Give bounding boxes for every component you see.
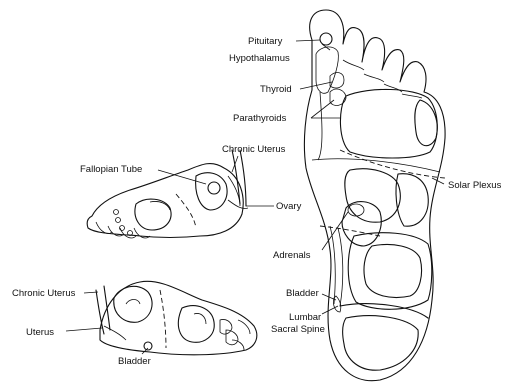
bladder-bottom-point [144,342,152,350]
outside-foot-illustration [96,281,257,354]
label-hypothalamus: Hypothalamus [229,53,290,64]
ball-region [340,89,437,158]
label-pituitary: Pituitary [248,36,283,47]
thyroid-point [330,73,344,88]
label-lumbar: Lumbar [289,312,321,323]
ovary-point [228,200,248,209]
sole-outline [304,10,445,381]
label-chronic-uterus-top: Chronic Uterus [222,144,286,155]
label-uterus: Uterus [26,327,54,338]
pituitary-point [320,33,332,45]
label-bladder-right: Bladder [286,288,319,299]
label-parathyroids: Parathyroids [233,113,287,124]
label-thyroid: Thyroid [260,84,292,95]
label-ovary: Ovary [276,201,302,212]
label-bladder-bottom: Bladder [118,356,151,367]
parathyroids-point [330,89,346,105]
sole-of-foot-illustration [304,10,445,381]
label-solar-plexus: Solar Plexus [448,180,502,191]
label-adrenals: Adrenals [273,250,311,261]
label-fallopian-tube: Fallopian Tube [80,164,142,175]
inside-foot-reflex-point [208,182,220,194]
adrenals-point [342,202,381,246]
label-chronic-uterus-bottom: Chronic Uterus [12,288,76,299]
leader-lines [66,40,444,354]
label-sacral-spine: Sacral Spine [271,324,325,335]
